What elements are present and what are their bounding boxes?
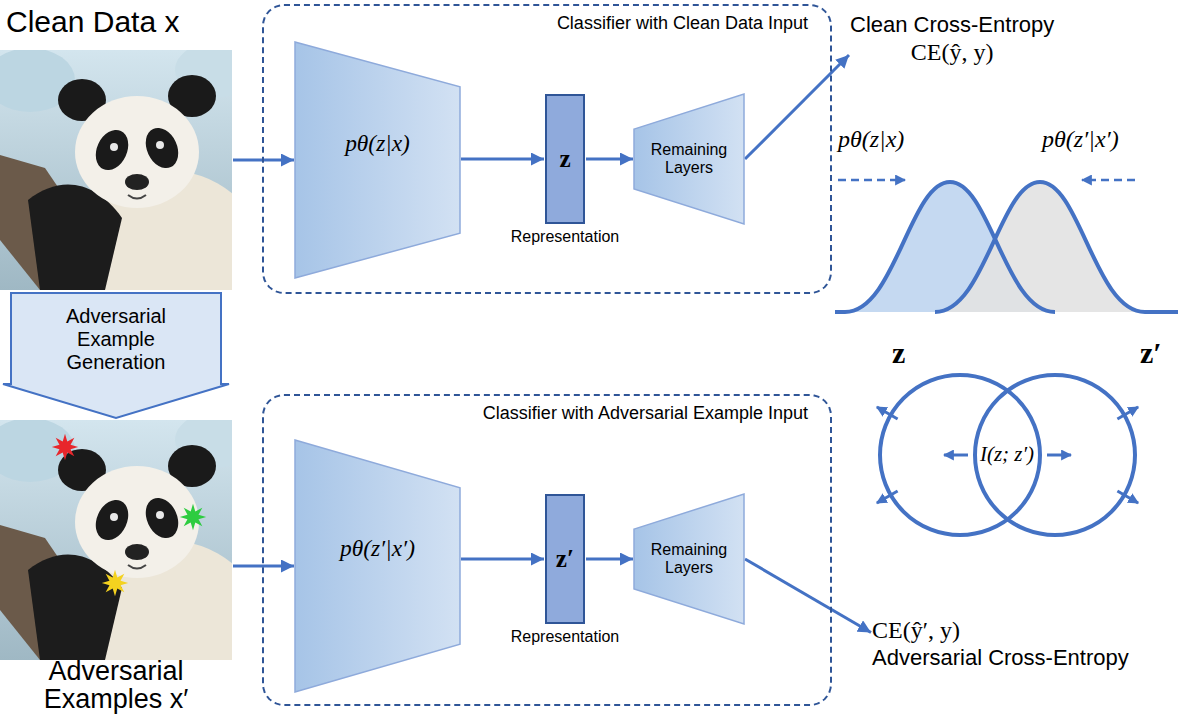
venn-diagram [975,375,1135,535]
panel-caption: Clean Data x [6,4,179,40]
mutual-information-label: I(z; z′) [978,443,1036,466]
encoder-shape [295,440,460,692]
flow-arrow [745,55,849,159]
panda-photo [0,42,260,330]
box-title: Classifier with Adversarial Example Inpu… [483,403,808,425]
perturbation-star [102,570,128,596]
representation-symbol: z [547,145,583,173]
flow-arrow [461,558,544,561]
flow-arrow [745,559,871,633]
gaussian-curves [835,180,1178,312]
encoder-outline [295,42,460,278]
venn-diagram [944,454,968,457]
classifier-box: Classifier with Adversarial Example Inpu… [262,394,832,706]
encoder-trapezoid: pθ(z|x) [295,42,460,278]
gaussian-curves [1082,179,1135,182]
gaussian-curves [838,179,905,182]
encoder-formula: pθ(z′|x′) [295,535,460,562]
gaussian-curves [835,182,1055,312]
distribution-label: pθ(z′|x′) [1042,126,1119,153]
encoder-formula: pθ(z|x) [295,130,460,157]
set-label: z [892,336,905,370]
representation-symbol: z′ [547,545,583,573]
flow-arrow [586,158,633,161]
loss-output: CE(ŷ′, y)Adversarial Cross-Entropy [872,616,1129,671]
flow-arrow [586,558,633,561]
venn-diagram [880,375,1040,535]
loss-name: Adversarial Cross-Entropy [872,645,1129,671]
perturbation-star [180,504,206,530]
distribution-label: pθ(z|x) [838,126,904,153]
loss-output: Clean Cross-EntropyCE(ŷ, y) [850,12,1054,67]
loss-formula: CE(ŷ, y) [850,38,1054,67]
gaussian-curves [935,182,1178,312]
layer-label: Remaining Layers [642,541,736,578]
encoder-shape [295,42,460,278]
remaining-layers-trapezoid: Remaining Layers [634,494,744,624]
venn-diagram [1117,491,1138,503]
loss-name: Clean Cross-Entropy [850,12,1054,38]
flow-arrow [461,158,544,161]
venn-diagram [1117,407,1138,419]
generation-block-arrow [3,293,229,418]
box-title: Classifier with Clean Data Input [557,13,808,35]
encoder-outline [295,440,460,692]
representation-label: Representation [511,628,620,646]
image-panel: Adversarial Examples x′ [0,420,232,655]
layers-outline [634,494,744,624]
venn-diagram [877,491,898,503]
image-panel: Clean Data x [0,50,232,290]
layer-label: Remaining Layers [642,141,736,178]
representation-bar: z′Representation [545,494,585,624]
loss-formula: CE(ŷ′, y) [872,616,1129,645]
layers-outline [634,94,744,224]
panel-caption: Adversarial Examples x′ [0,657,232,714]
encoder-trapezoid: pθ(z′|x′) [295,440,460,692]
venn-diagram [877,375,1138,535]
classifier-box: Classifier with Clean Data Input pθ(z|x) z… [262,4,832,294]
gaussian-curves [935,182,1178,312]
representation-label: Representation [511,228,620,246]
remaining-layers-trapezoid: Remaining Layers [634,94,744,224]
representation-bar: zRepresentation [545,94,585,224]
venn-diagram [1047,454,1071,457]
venn-diagram [877,407,898,419]
set-label: z′ [1140,336,1162,370]
edge-label: Adversarial Example Generation [56,304,176,373]
perturbation-star [52,434,78,460]
